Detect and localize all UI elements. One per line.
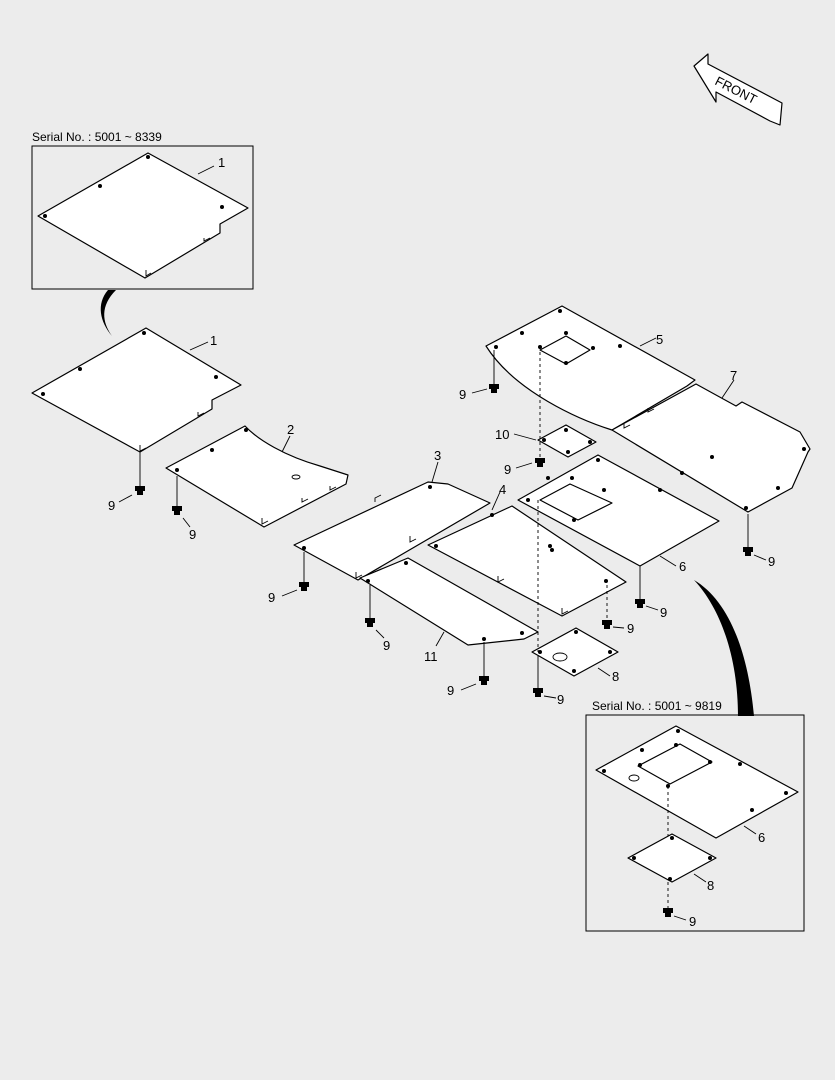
- callout-bolt: 9: [627, 621, 634, 636]
- bolt-part-4: 9: [602, 620, 634, 636]
- floor-plate-1: 1: [31, 327, 242, 453]
- callout-bolt: 9: [504, 462, 511, 477]
- callout-bolt: 9: [108, 498, 115, 513]
- callout-part-1: 1: [210, 333, 217, 348]
- callout-part-10: 10: [495, 427, 509, 442]
- floor-plate-5: 5: [485, 305, 696, 431]
- inset-serial-5001-8339: Serial No. : 5001 ~ 8339 1: [31, 130, 254, 290]
- inset2-connector-arrow: [694, 580, 754, 716]
- front-direction-arrow: FRONT: [693, 53, 783, 126]
- callout-part-7: 7: [730, 368, 737, 383]
- inset-serial-5001-9819: Serial No. : 5001 ~ 9819 6 8 9: [585, 699, 805, 932]
- floor-plate-3: 3: [293, 448, 491, 581]
- bolt-part-6: 9: [635, 566, 667, 620]
- bolts: 9 9 9 9 9: [108, 350, 775, 707]
- callout-part-11: 11: [424, 649, 438, 664]
- bolt-part-11-left: 9: [365, 585, 390, 653]
- callout-bolt: 9: [557, 692, 564, 707]
- bolt-part-8: 9: [533, 656, 564, 707]
- inset-cover-plate-8: [627, 833, 717, 883]
- cover-plate-8: 8: [531, 627, 619, 684]
- callout-bolt: 9: [447, 683, 454, 698]
- callout-part-4: 4: [499, 482, 506, 497]
- callout-part-8: 8: [612, 669, 619, 684]
- callout-part-2: 2: [287, 422, 294, 437]
- callout-bolt: 9: [189, 527, 196, 542]
- floor-plate-7: 7: [611, 368, 811, 513]
- bolt-part-7: 9: [743, 514, 775, 569]
- callout-part-6: 6: [679, 559, 686, 574]
- callout-inset-part-8: 8: [707, 878, 714, 893]
- callout-part-5: 5: [656, 332, 663, 347]
- callout-bolt: 9: [459, 387, 466, 402]
- inset-frame: [585, 714, 805, 932]
- bolt-part-11-right: 9: [447, 642, 489, 698]
- bolt-part-3: 9: [268, 552, 309, 605]
- bolt-part-1: 9: [108, 452, 145, 513]
- bolt-part-2: 9: [172, 476, 196, 542]
- inset-frame: [31, 145, 254, 290]
- callout-bolt: 9: [768, 554, 775, 569]
- callout-bolt: 9: [268, 590, 275, 605]
- floor-plate-2: 2: [165, 422, 349, 528]
- inset1-connector-arrow: [100, 290, 116, 336]
- floor-plate-6: 6: [517, 454, 720, 574]
- inset-serial-label: Serial No. : 5001 ~ 8339: [32, 130, 162, 144]
- callout-inset-part-6: 6: [758, 830, 765, 845]
- callout-bolt: 9: [660, 605, 667, 620]
- callout-inset-bolt: 9: [689, 914, 696, 929]
- inset-floor-plate-1: [37, 152, 249, 279]
- cover-plate-10: 10: [495, 424, 597, 458]
- inset-floor-plate-6: [595, 725, 799, 839]
- callout-inset-part-1: 1: [218, 155, 225, 170]
- inset-serial-label: Serial No. : 5001 ~ 9819: [592, 699, 722, 713]
- callout-bolt: 9: [383, 638, 390, 653]
- callout-part-3: 3: [434, 448, 441, 463]
- floor-plate-4: 4: [427, 482, 627, 617]
- floor-plate-11: 11: [359, 557, 539, 664]
- bolt-part-10: 9: [504, 458, 545, 477]
- bolt-part-5: 9: [459, 350, 499, 402]
